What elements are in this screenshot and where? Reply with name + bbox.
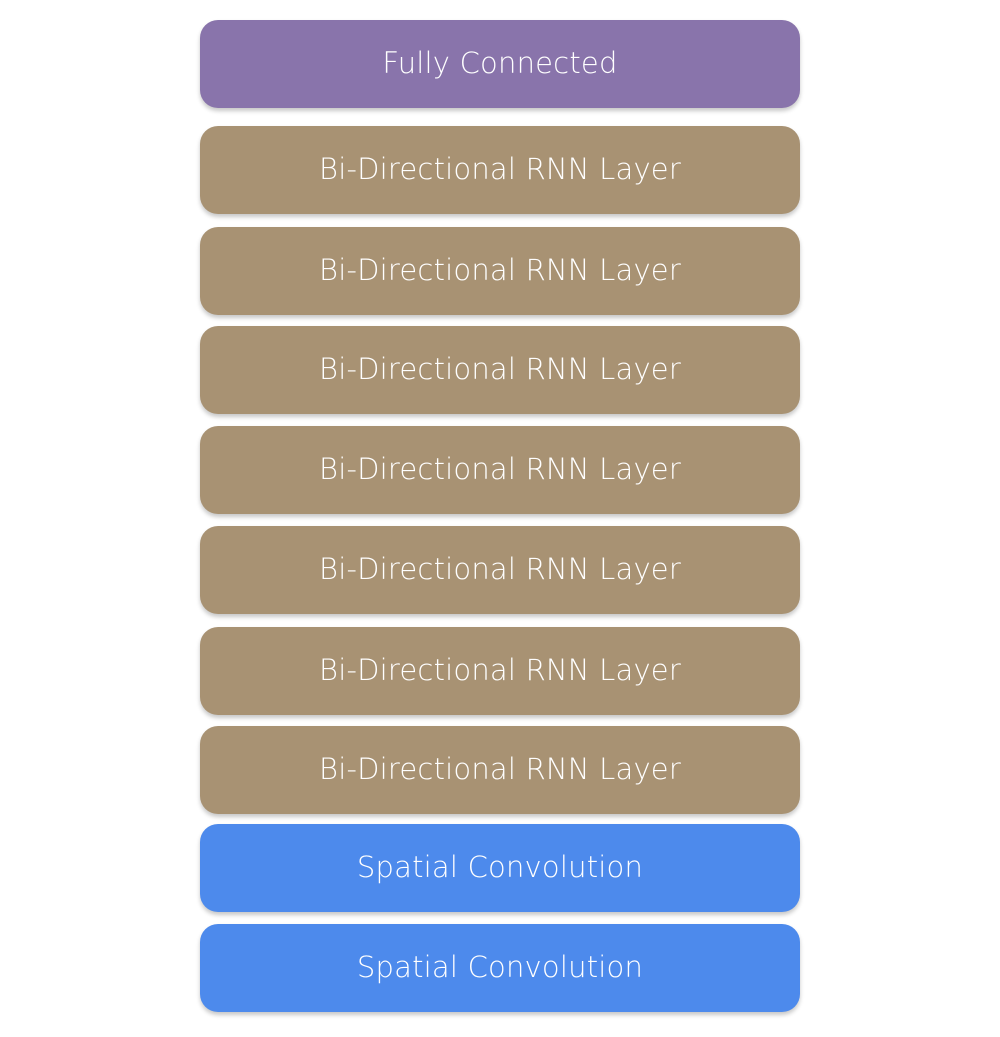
- layer-label: Bi-Directional RNN Layer: [319, 653, 681, 687]
- bidirectional-rnn-layer: Bi-Directional RNN Layer: [200, 126, 800, 214]
- layer-label: Bi-Directional RNN Layer: [319, 152, 681, 186]
- bidirectional-rnn-layer: Bi-Directional RNN Layer: [200, 627, 800, 715]
- layer-label: Bi-Directional RNN Layer: [319, 752, 681, 786]
- spatial-convolution-layer: Spatial Convolution: [200, 924, 800, 1012]
- spatial-convolution-layer: Spatial Convolution: [200, 824, 800, 912]
- layer-label: Fully Connected: [382, 46, 618, 80]
- layer-label: Bi-Directional RNN Layer: [319, 552, 681, 586]
- layer-label: Bi-Directional RNN Layer: [319, 352, 681, 386]
- layer-label: Bi-Directional RNN Layer: [319, 253, 681, 287]
- layer-label: Spatial Convolution: [356, 850, 644, 884]
- layer-label: Bi-Directional RNN Layer: [319, 452, 681, 486]
- bidirectional-rnn-layer: Bi-Directional RNN Layer: [200, 726, 800, 814]
- bidirectional-rnn-layer: Bi-Directional RNN Layer: [200, 526, 800, 614]
- bidirectional-rnn-layer: Bi-Directional RNN Layer: [200, 227, 800, 315]
- bidirectional-rnn-layer: Bi-Directional RNN Layer: [200, 326, 800, 414]
- fully-connected-layer: Fully Connected: [200, 20, 800, 108]
- layer-label: Spatial Convolution: [356, 950, 644, 984]
- bidirectional-rnn-layer: Bi-Directional RNN Layer: [200, 426, 800, 514]
